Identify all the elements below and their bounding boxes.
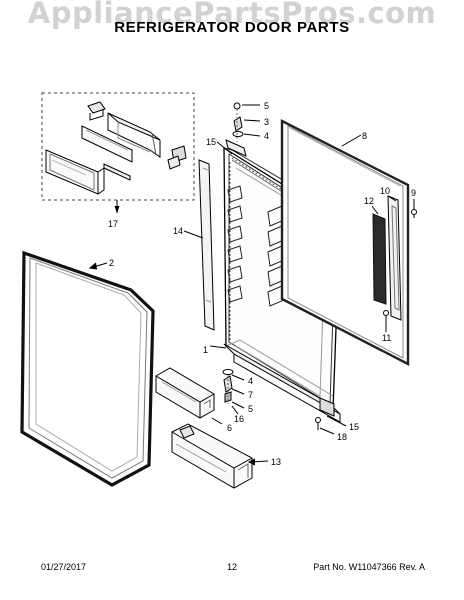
leader-15-top: [216, 141, 233, 155]
callout-13: 13: [271, 457, 281, 467]
leader-4-bottom: [231, 374, 245, 381]
part-6-small-door-bin: [155, 367, 215, 419]
leader-14: [183, 230, 204, 239]
footer-part-number: Part No. W11047366 Rev. A: [313, 562, 425, 572]
callout-9: 9: [411, 188, 416, 198]
leader-4-top: [243, 133, 261, 137]
callout-15-bottom: 15: [349, 422, 359, 432]
leader-8: [341, 134, 362, 147]
page-title: REFRIGERATOR DOOR PARTS: [114, 19, 350, 36]
callout-7: 7: [248, 390, 253, 400]
callout-8: 8: [362, 131, 367, 141]
bottom-hinge-bracket: [223, 343, 341, 423]
top-hinge-assembly: [225, 102, 247, 157]
footer-page-number: 12: [226, 562, 237, 572]
watermark: AppliancePartsPros.com: [27, 0, 437, 30]
callout-18: 18: [337, 432, 347, 442]
part-13-large-door-bin: [171, 423, 253, 489]
leader-15-bottom: [326, 415, 347, 427]
callout-4-bottom: 4: [248, 376, 253, 386]
callout-labels: 1 2 3 4 4 5 5 6 7 8 9 10 11 12 13 14 15 …: [108, 101, 416, 467]
part-9-screw: [411, 209, 417, 218]
leader-16: [231, 405, 239, 415]
leader-3: [243, 119, 261, 122]
footer-date: 01/27/2017: [41, 562, 87, 572]
part-17-dispenser-kit: [41, 92, 195, 201]
leader-18: [319, 427, 335, 435]
door-shelf-ribs-left: [227, 185, 243, 303]
callout-11: 11: [382, 333, 391, 343]
leader-1: [209, 345, 227, 349]
callout-17: 17: [108, 219, 118, 229]
callout-14: 14: [173, 226, 183, 236]
leader-12: [371, 205, 379, 215]
callout-12: 12: [364, 196, 374, 206]
callout-10: 10: [380, 186, 390, 196]
part-2-door-gasket: [20, 250, 155, 487]
leader-5-bottom: [231, 401, 245, 409]
callout-2: 2: [109, 258, 114, 268]
leader-10: [387, 195, 397, 202]
callout-5-top: 5: [264, 101, 269, 111]
callout-15-top: 15: [206, 137, 216, 147]
callout-6: 6: [227, 423, 232, 433]
part-8-outer-door-panel: [280, 119, 410, 366]
callout-5-bottom: 5: [248, 404, 253, 414]
part-14-hinge-trim: [198, 159, 215, 331]
callout-16: 16: [234, 414, 244, 424]
callout-1: 1: [203, 345, 208, 355]
callout-3: 3: [264, 117, 269, 127]
callout-4-top: 4: [264, 131, 269, 141]
part-10-handle-trim: [387, 195, 402, 321]
part-12-handle-insert: [372, 213, 387, 305]
bottom-hinge-hardware: [222, 369, 321, 430]
leader-7: [231, 388, 245, 395]
leader-6: [211, 417, 223, 425]
